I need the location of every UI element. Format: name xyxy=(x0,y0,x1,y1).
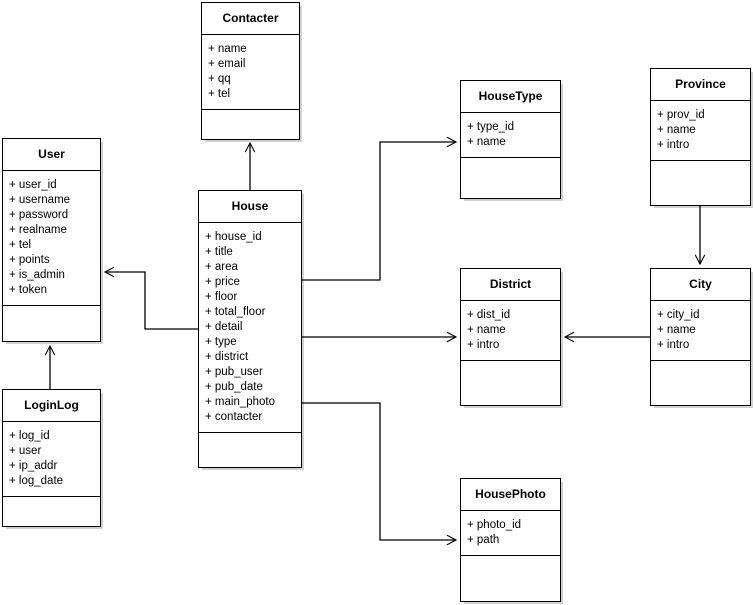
uml-operation-compartment-house xyxy=(199,433,301,451)
uml-attribute: + type xyxy=(205,336,237,348)
uml-class-name-district: District xyxy=(461,269,560,301)
uml-operation-compartment-housetype xyxy=(461,158,560,176)
uml-attribute: + total_floor xyxy=(205,306,266,318)
uml-operation-compartment-loginlog xyxy=(3,497,100,515)
uml-class-district[interactable]: District + dist_id + name + intro xyxy=(460,268,561,406)
uml-attribute: + photo_id xyxy=(467,519,522,531)
uml-attribute: + house_id xyxy=(205,231,262,243)
uml-attribute: + tel xyxy=(208,88,231,100)
uml-attribute: + intro xyxy=(657,339,690,351)
uml-attribute-compartment-province: + prov_id + name + intro xyxy=(651,101,750,161)
uml-attribute: + name xyxy=(467,324,506,336)
uml-class-housephoto[interactable]: HousePhoto + photo_id + path xyxy=(460,478,561,602)
uml-attribute: + name xyxy=(657,124,696,136)
uml-attribute: + email xyxy=(208,58,246,70)
uml-attribute: + points xyxy=(9,254,50,266)
uml-attribute: + title xyxy=(205,246,233,258)
uml-attribute: + type_id xyxy=(467,121,514,133)
uml-class-housetype[interactable]: HouseType + type_id + name xyxy=(460,80,561,199)
uml-class-contacter[interactable]: Contacter + name + email + qq + tel xyxy=(201,2,300,140)
uml-attribute-compartment-housephoto: + photo_id + path xyxy=(461,511,560,556)
uml-attribute: + price xyxy=(205,276,240,288)
uml-class-name-user: User xyxy=(3,139,100,171)
uml-class-province[interactable]: Province + prov_id + name + intro xyxy=(650,68,751,206)
uml-attribute: + floor xyxy=(205,291,238,303)
uml-operation-compartment-housephoto xyxy=(461,556,560,574)
uml-operation-compartment-user xyxy=(3,306,100,324)
uml-class-name-city: City xyxy=(651,269,750,301)
relationship-house-to-housetype[interactable] xyxy=(302,136,458,281)
uml-class-name-contacter: Contacter xyxy=(202,3,299,35)
uml-attribute: + tel xyxy=(9,239,32,251)
uml-attribute: + district xyxy=(205,351,249,363)
uml-attribute: + log_date xyxy=(9,475,64,487)
uml-attribute: + name xyxy=(208,43,247,55)
uml-attribute: + intro xyxy=(657,139,690,151)
uml-attribute: + user_id xyxy=(9,179,57,191)
uml-attribute: + name xyxy=(657,324,696,336)
uml-attribute: + ip_addr xyxy=(9,460,58,472)
uml-attribute: + token xyxy=(9,284,48,296)
uml-attribute: + main_photo xyxy=(205,396,276,408)
uml-attribute: + path xyxy=(467,534,500,546)
relationship-house-to-user[interactable] xyxy=(103,266,198,330)
uml-class-name-loginlog: LoginLog xyxy=(3,390,100,422)
relationship-house-to-housephoto[interactable] xyxy=(302,402,458,546)
uml-class-city[interactable]: City + city_id + name + intro xyxy=(650,268,751,406)
uml-attribute: + prov_id xyxy=(657,109,705,121)
uml-operation-compartment-contacter xyxy=(202,110,299,128)
uml-attribute: + username xyxy=(9,194,71,206)
uml-operation-compartment-district xyxy=(461,361,560,379)
uml-attribute: + pub_user xyxy=(205,366,263,378)
uml-attribute: + detail xyxy=(205,321,243,333)
uml-attribute: + user xyxy=(9,445,42,457)
uml-attribute-compartment-house: + house_id + title + area + price + floor + t… xyxy=(199,223,301,433)
uml-operation-compartment-province xyxy=(651,161,750,179)
uml-attribute: + intro xyxy=(467,339,500,351)
uml-attribute-compartment-district: + dist_id + name + intro xyxy=(461,301,560,361)
uml-class-name-house: House xyxy=(199,191,301,223)
uml-class-house[interactable]: House + house_id + title + area + price + flo… xyxy=(198,190,302,468)
uml-attribute: + qq xyxy=(208,73,231,85)
uml-attribute-compartment-city: + city_id + name + intro xyxy=(651,301,750,361)
uml-attribute-compartment-contacter: + name + email + qq + tel xyxy=(202,35,299,110)
uml-class-name-housephoto: HousePhoto xyxy=(461,479,560,511)
uml-class-name-housetype: HouseType xyxy=(461,81,560,113)
uml-attribute-compartment-housetype: + type_id + name xyxy=(461,113,560,158)
uml-attribute: + name xyxy=(467,136,506,148)
uml-attribute: + is_admin xyxy=(9,269,65,281)
uml-attribute: + dist_id xyxy=(467,309,511,321)
uml-operation-compartment-city xyxy=(651,361,750,379)
uml-attribute-compartment-user: + user_id + username + password + realname +… xyxy=(3,171,100,306)
uml-attribute: + log_id xyxy=(9,430,50,442)
uml-attribute: + area xyxy=(205,261,238,273)
uml-attribute: + password xyxy=(9,209,69,221)
uml-class-name-province: Province xyxy=(651,69,750,101)
uml-attribute: + city_id xyxy=(657,309,700,321)
uml-attribute: + realname xyxy=(9,224,67,236)
uml-attribute: + contacter xyxy=(205,411,263,423)
uml-class-user[interactable]: User + user_id + username + password + realn… xyxy=(2,138,101,342)
uml-attribute: + pub_date xyxy=(205,381,263,393)
uml-class-loginlog[interactable]: LoginLog + log_id + user + ip_addr + log_dat… xyxy=(2,389,101,527)
uml-attribute-compartment-loginlog: + log_id + user + ip_addr + log_date xyxy=(3,422,100,497)
